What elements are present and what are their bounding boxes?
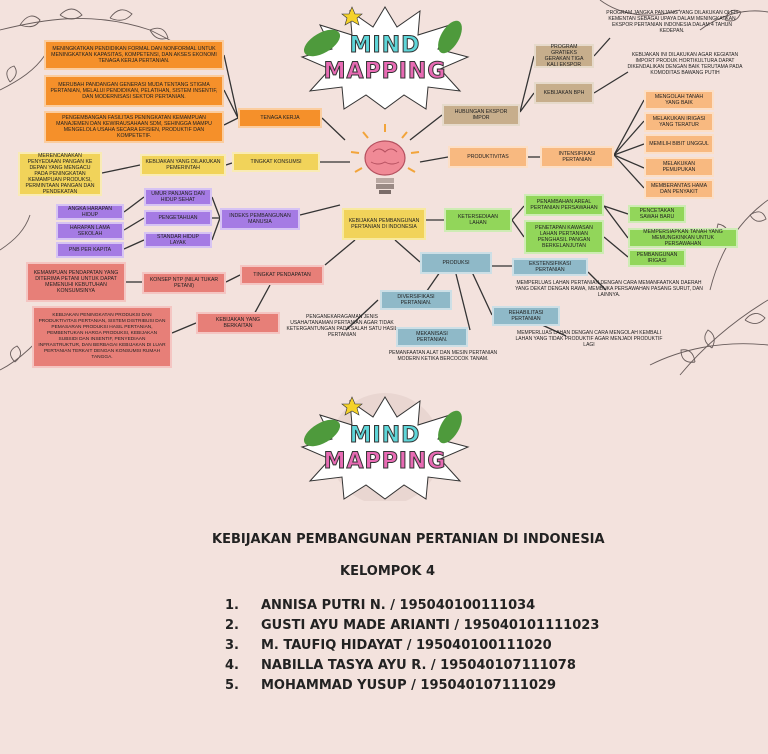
- node-tingkat-pendapatan: TINGKAT PENDAPATAN: [240, 265, 324, 285]
- member-number: 3.: [225, 638, 239, 653]
- node-tingkat-konsumsi: TINGKAT KONSUMSI: [232, 152, 320, 172]
- node-ipm: INDEKS PEMBANGUNAN MANUSIA: [220, 208, 300, 230]
- node-tk1: MENINGKATKAN PENDIDIKAN FORMAL DAN NONFO…: [44, 40, 224, 70]
- member-number: 4.: [225, 658, 239, 673]
- node-int1: MENGOLAH TANAH YANG BAIK: [644, 90, 714, 110]
- member-number: 5.: [225, 678, 239, 693]
- node-konsep-ntp: KONSEP NTP (NILAI TUKAR PETANI): [142, 272, 226, 294]
- node-int5: MEMBERANTAS HAMA DAN PENYAKIT: [644, 179, 714, 199]
- member-name: NABILLA TASYA AYU R. / 195040107111078: [261, 658, 576, 673]
- member-number: 2.: [225, 618, 239, 633]
- member-name: MOHAMMAD YUSUP / 195040107111029: [261, 678, 557, 693]
- node-konsumsi-desc: MERENCANAKAN PENYEDIAAN PANGAN KE DEPAN …: [18, 152, 102, 196]
- node-berkaitan-desc: KEBIJAKAN PENINGKATAN PRODUKSI DAN PRODU…: [32, 306, 172, 368]
- node-ipm-umur: UMUR PANJANG DAN HIDUP SEHAT: [144, 188, 212, 206]
- logo-mapping: MAPPING: [323, 59, 447, 85]
- node-bph: KEBIJAKAN BPH: [534, 82, 594, 104]
- line-ekspor: [409, 114, 443, 141]
- node-penetapan: PENETAPAN KAWASAN LAHAN PERTANIAN PENGHA…: [524, 220, 604, 254]
- node-penambahan: PENAMBAHAN AREAL PERTANIAN PERSAWAHAN: [524, 194, 604, 216]
- burst-icon: [300, 393, 470, 501]
- info-title: KEBIJAKAN PEMBANGUNAN PERTANIAN DI INDON…: [212, 532, 605, 547]
- center-node: KEBIJAKAN PEMBANGUNAN PERTANIAN DI INDON…: [342, 208, 426, 240]
- note-gratieks-desc: PROGRAM JANGKA PANJANG YANG DILAKUKAN OL…: [606, 10, 738, 34]
- logo-mapping: MAPPING: [323, 449, 447, 475]
- node-pen3: PEMBANGUNAN IRIGASI: [628, 249, 686, 267]
- node-pen1: PENCETAKAN SAWAH BARU: [628, 205, 686, 223]
- node-int3: MEMILIH BIBIT UNGGUL: [644, 134, 714, 154]
- note-mek-desc: PEMANFAATAN ALAT DAN MESIN PERTANIAN MOD…: [388, 350, 498, 362]
- node-diversifikasi: DIVERSIFIKASI PERTANIAN.: [380, 290, 452, 310]
- note-bph-desc: KEBIJAKAN INI DILAKUKAN AGAR KEGIATAN IM…: [627, 52, 743, 76]
- node-gratieks: PROGRAM GRATIEKS GERAKAN TIGA KALI EKSPO…: [534, 44, 594, 68]
- logo-mind: MIND: [349, 423, 421, 449]
- line-produktivitas: [419, 156, 449, 163]
- member-name: GUSTI AYU MADE ARIANTI / 195040101111023: [261, 618, 600, 633]
- logo-mind: MIND: [349, 33, 421, 59]
- node-produktivitas: PRODUKTIVITAS: [448, 146, 528, 168]
- member-number: 1.: [225, 598, 239, 613]
- node-tk3: PENGEMBANGAN FASILITAS PENINGKATAN KEMAM…: [44, 111, 224, 143]
- note-eks-desc: MEMPERLUAS LAHAN PERTANIAN DENGAN CARA M…: [515, 280, 703, 298]
- node-tk2: MERUBAH PANDANGAN GENERASI MUDA TENTANG …: [44, 75, 224, 107]
- info-group: KELOMPOK 4: [340, 564, 435, 579]
- node-tenaga-kerja: TENAGA KERJA: [238, 108, 322, 128]
- burst-icon: [300, 6, 470, 110]
- node-intensifikasi: INTENSIFIKASI PERTANIAN: [540, 146, 614, 168]
- node-ipm-hls: HARAPAN LAMA SEKOLAH: [56, 222, 124, 240]
- mind-mapping-logo-top: MIND MAPPING: [300, 5, 470, 110]
- node-pen2: MEMPERSIAPKAN TANAH YANG MEMUNGKINKAN UN…: [628, 228, 738, 248]
- node-rehabilitasi: REHABILITASI PERTANIAN: [492, 306, 560, 326]
- node-int4: MELAKUKAN PEMUPUKAN: [644, 157, 714, 177]
- node-kebijakan-pemerintah: KEBIJAKAN YANG DILAKUKAN PEMERINTAH: [140, 154, 226, 176]
- node-ipm-pnb: PNB PER KAPITA: [56, 242, 124, 258]
- node-ketersediaan: KETERSEDIAAN LAHAN: [444, 208, 512, 232]
- node-kebijakan-berkaitan: KEBIJAKAN YANG BERKAITAN: [196, 312, 280, 334]
- note-rehab-desc: MEMPERLUAS LAHAN DENGAN CARA MENGOLAH KE…: [515, 330, 663, 348]
- brain-bulb-icon: [350, 124, 420, 194]
- node-ntp-desc: KEMAMPUAN PENDAPATAN YANG DITERIMA PETAN…: [26, 262, 126, 302]
- node-int2: MELAKUKAN IRIGASI YANG TERATUR: [644, 112, 714, 132]
- member-1: 1. ANNISA PUTRI N. / 195040100111034: [225, 598, 535, 613]
- node-ipm-pengetahuan: PENGETAHUAN: [144, 210, 212, 226]
- member-5: 5. MOHAMMAD YUSUP / 195040107111029: [225, 678, 556, 693]
- node-hubungan-ekspor: HUBUNGAN EKSPOR IMPOR: [442, 104, 520, 126]
- line-pendapatan: [324, 239, 356, 266]
- line-produksi: [394, 239, 421, 263]
- member-2: 2. GUSTI AYU MADE ARIANTI / 1950401011110…: [225, 618, 599, 633]
- node-ipm-standar: STANDAR HIDUP LAYAK: [144, 232, 212, 248]
- node-ekstensifikasi: EKSTENSIFIKASI PERTANIAN: [512, 258, 588, 276]
- mind-mapping-logo-bottom: MIND MAPPING: [300, 393, 470, 501]
- member-3: 3. M. TAUFIQ HIDAYAT / 195040100111020: [225, 638, 552, 653]
- node-produksi: PRODUKSI: [420, 252, 492, 274]
- member-4: 4. NABILLA TASYA AYU R. / 195040107111078: [225, 658, 576, 673]
- node-ipm-ahh: ANGKA HARAPAN HIDUP: [56, 204, 124, 220]
- note-div-desc: PENGANEKARAGAMAN JENIS USAHA/TANAMAN PER…: [286, 314, 398, 338]
- line-ipm: [299, 204, 341, 216]
- node-mekanisasi: MEKANISASI PERTANIAN.: [396, 327, 468, 347]
- line-tenaga-kerja: [321, 117, 346, 141]
- member-name: ANNISA PUTRI N. / 195040100111034: [261, 598, 536, 613]
- member-name: M. TAUFIQ HIDAYAT / 195040100111020: [261, 638, 552, 653]
